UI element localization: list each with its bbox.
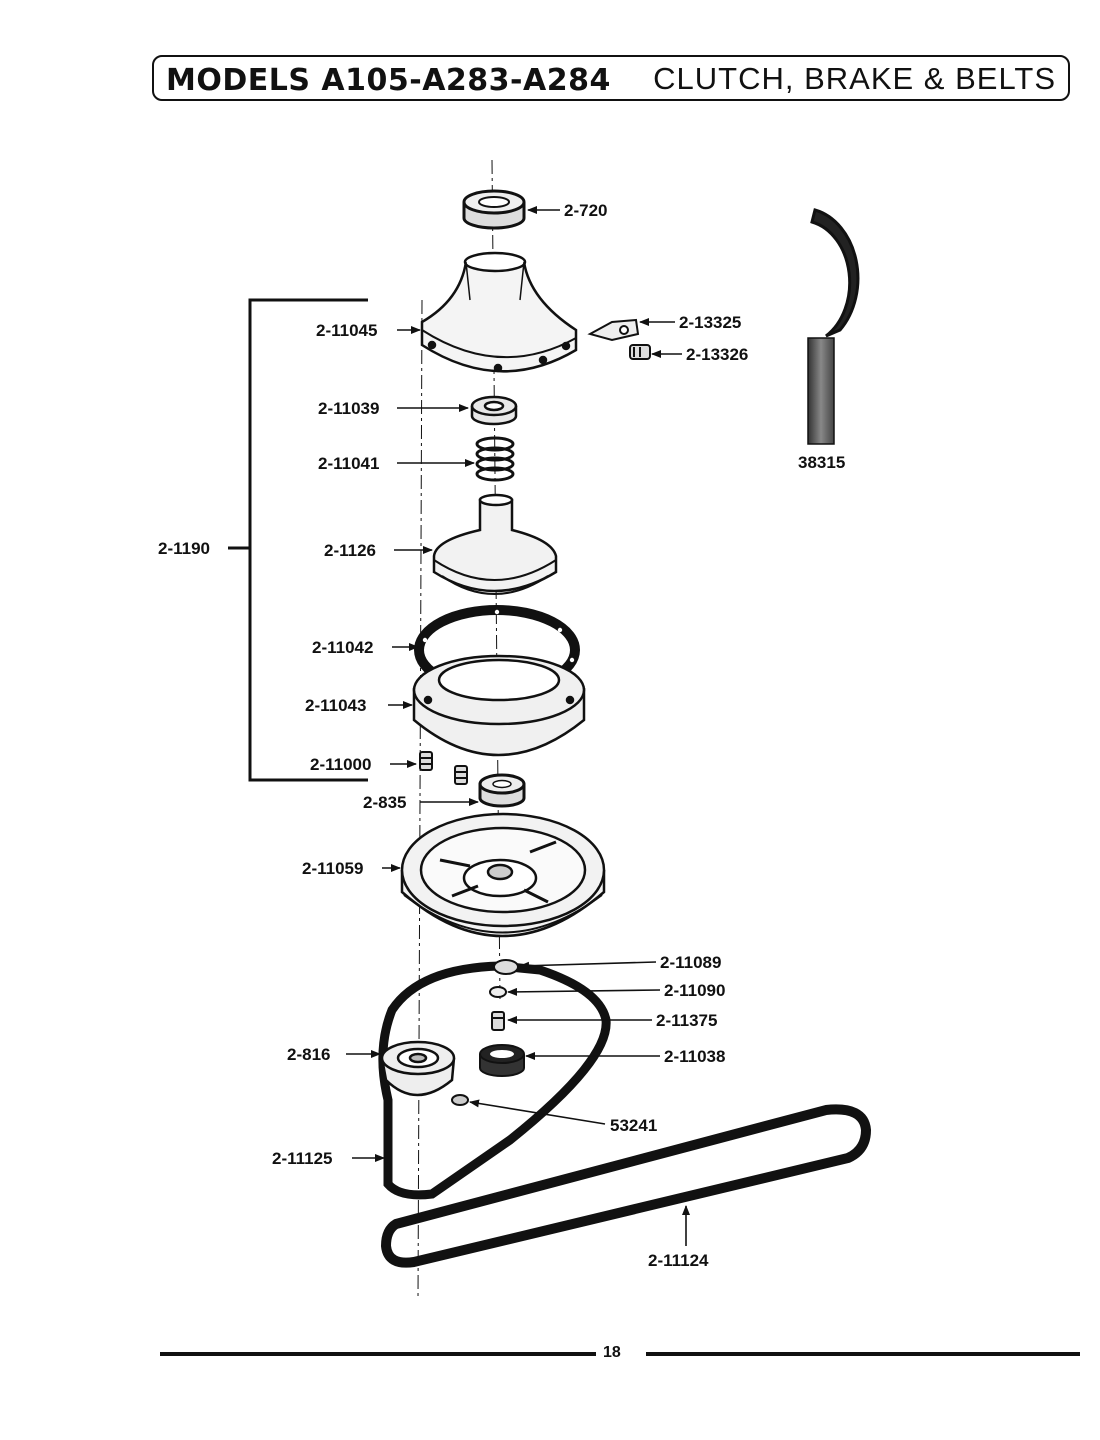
label-2-11045: 2-11045 [316, 321, 377, 340]
label-2-11089: 2-11089 [660, 953, 721, 972]
section-title: CLUTCH, BRAKE & BELTS [653, 61, 1056, 96]
label-2-11043: 2-11043 [305, 696, 366, 715]
housing-screws [419, 751, 468, 785]
assembly-bracket [228, 298, 368, 782]
bearing-middle [478, 773, 526, 808]
label-2-816: 2-816 [287, 1045, 330, 1064]
clutch-spring [475, 436, 515, 482]
page-number: 18 [603, 1344, 621, 1361]
washer [489, 986, 507, 998]
label-2-11041: 2-11041 [318, 454, 379, 473]
brake-clip [587, 318, 640, 342]
label-2-720: 2-720 [564, 201, 607, 220]
label-2-11125: 2-11125 [272, 1149, 333, 1168]
label-2-11059: 2-11059 [302, 859, 363, 878]
label-2-11000: 2-11000 [310, 755, 371, 774]
label-2-11042: 2-11042 [312, 638, 373, 657]
label-2-11038: 2-11038 [664, 1047, 725, 1066]
label-2-13325: 2-13325 [679, 313, 741, 332]
spring-cap [470, 395, 518, 426]
leader-lines [346, 206, 690, 1246]
drive-pulley [400, 812, 606, 938]
bearing-top [462, 189, 526, 230]
idler-pulley [479, 1044, 525, 1077]
clutch-drum [432, 493, 558, 595]
part-labels: 2-720 2-11045 2-13325 2-13326 2-11039 2-… [158, 201, 845, 1270]
label-2-835: 2-835 [363, 793, 406, 812]
set-screw [451, 1094, 469, 1106]
pump-belt [378, 961, 611, 1200]
label-2-11090: 2-11090 [664, 981, 725, 1000]
pump-pulley [380, 1040, 456, 1097]
label-38315: 38315 [798, 453, 845, 472]
idler-arm [493, 959, 519, 975]
models-title: MODELS A105-A283-A284 [166, 63, 611, 98]
brake-band [807, 208, 860, 445]
label-2-13326: 2-13326 [686, 345, 748, 364]
brake-screw [629, 344, 651, 360]
label-2-1126: 2-1126 [324, 541, 376, 560]
clutch-housing [420, 251, 578, 373]
title-frame: MODELS A105-A283-A284 CLUTCH, BRAKE & BE… [152, 55, 1070, 101]
brake-housing [412, 654, 586, 757]
bolt [491, 1011, 505, 1031]
label-2-11375: 2-11375 [656, 1011, 717, 1030]
drive-belt [380, 1104, 872, 1268]
label-2-11124: 2-11124 [648, 1251, 709, 1270]
label-2-1190: 2-1190 [158, 539, 210, 558]
label-2-11039: 2-11039 [318, 399, 379, 418]
label-53241: 53241 [610, 1116, 657, 1135]
